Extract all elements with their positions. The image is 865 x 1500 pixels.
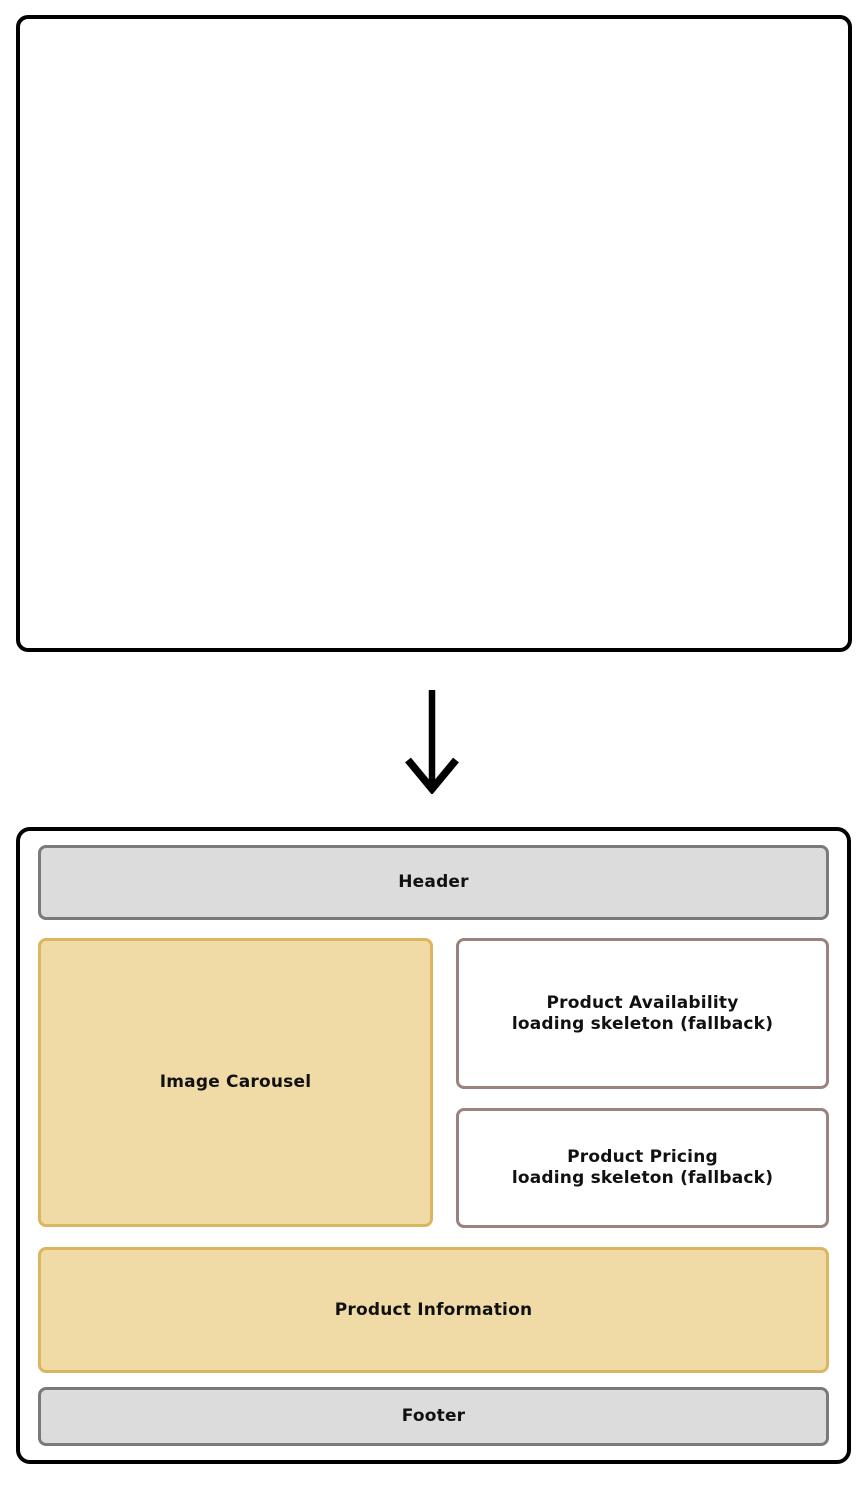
product-information-section: Product Information [38, 1247, 829, 1373]
header-section: Header [38, 845, 829, 920]
arrow-down-icon [400, 688, 464, 795]
image-carousel-section: Image Carousel [38, 938, 433, 1227]
product-information-label: Product Information [334, 1299, 533, 1320]
product-pricing-label: Product Pricing [567, 1147, 718, 1167]
before-empty-page-box [16, 15, 852, 652]
product-availability-skeleton: Product Availability loading skeleton (f… [456, 938, 829, 1089]
after-page-layout-box: Header Image Carousel Product Availabili… [16, 827, 851, 1464]
product-availability-sublabel: loading skeleton (fallback) [511, 1013, 774, 1034]
footer-section: Footer [38, 1387, 829, 1446]
header-label: Header [398, 872, 469, 892]
footer-label: Footer [401, 1406, 466, 1426]
product-availability-label: Product Availability [546, 992, 739, 1013]
image-carousel-label: Image Carousel [159, 1072, 312, 1092]
product-pricing-skeleton: Product Pricing loading skeleton (fallba… [456, 1108, 829, 1228]
product-pricing-sublabel: loading skeleton (fallback) [511, 1168, 774, 1188]
